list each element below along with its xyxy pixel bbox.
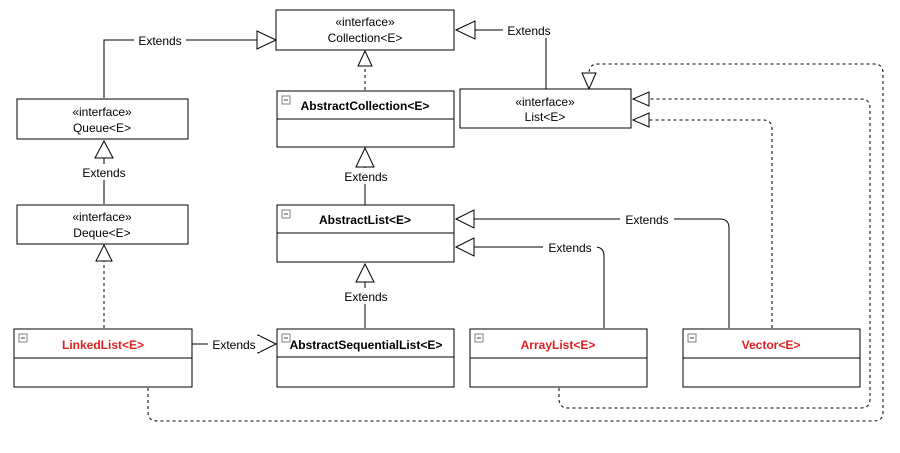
interface-deque[interactable]: «interface» Deque<E> (16, 204, 189, 245)
interface-list[interactable]: «interface» List<E> (459, 88, 632, 129)
interface-collection[interactable]: «interface» Collection<E> (275, 9, 455, 51)
class-array-list[interactable]: ArrayList<E> (469, 328, 648, 388)
collapse-icon[interactable] (281, 333, 291, 343)
edge-arraylist-implements-list (558, 98, 871, 409)
edge-queue-extends-collection (103, 39, 257, 98)
interface-name: List<E> (525, 110, 566, 124)
class-name: LinkedList<E> (62, 338, 144, 352)
arrowhead-queue-from-deque (94, 139, 114, 159)
arrowhead-list-from-linkedlist (581, 72, 597, 91)
stereotype-label: «interface» (72, 105, 132, 119)
arrowhead-abstractlist-from-vector (454, 209, 475, 229)
class-linked-list[interactable]: LinkedList<E> (13, 328, 193, 388)
extends-label: Extends (344, 170, 387, 184)
arrowhead-deque-from-linkedlist (95, 243, 113, 262)
interface-name: Queue<E> (73, 121, 131, 135)
class-vector[interactable]: Vector<E> (682, 328, 861, 388)
collapse-icon[interactable] (18, 333, 28, 343)
collapse-icon[interactable] (687, 333, 697, 343)
collapse-icon[interactable] (474, 333, 484, 343)
stereotype-label: «interface» (72, 210, 132, 224)
extends-label: Extends (548, 241, 591, 255)
extends-label: Extends (138, 34, 181, 48)
arrowhead-abstractsequentiallist-from-linkedlist (257, 334, 278, 354)
class-abstract-sequential-list[interactable]: AbstractSequentialList<E> (276, 328, 455, 388)
extends-label: Extends (212, 338, 255, 352)
arrowhead-list-from-vector (631, 112, 650, 128)
class-name: AbstractCollection<E> (301, 99, 430, 113)
extends-label: Extends (507, 24, 550, 38)
stereotype-label: «interface» (515, 95, 575, 109)
class-name: ArrayList<E> (521, 338, 596, 352)
edge-vector-extends-abstractlist (474, 218, 730, 328)
class-name: AbstractList<E> (319, 213, 411, 227)
interface-queue[interactable]: «interface» Queue<E> (16, 98, 189, 140)
arrowhead-collection-from-list (454, 20, 476, 40)
edge-vector-implements-list (649, 119, 773, 328)
edge-linkedlist-implements-list (147, 63, 884, 422)
edge-labels: Extends Extends Extends Extends Extends … (77, 22, 674, 352)
class-name: AbstractSequentialList<E> (290, 338, 443, 352)
class-name: Vector<E> (742, 338, 801, 352)
interface-name: Collection<E> (328, 31, 403, 45)
collapse-icon[interactable] (281, 209, 291, 219)
arrowhead-abstractlist-from-abstractsequentiallist (355, 262, 375, 283)
class-abstract-list[interactable]: AbstractList<E> (276, 204, 455, 263)
interface-name: Deque<E> (73, 226, 130, 240)
extends-label: Extends (625, 213, 668, 227)
arrowhead-list-from-arraylist (631, 91, 650, 107)
class-abstract-collection[interactable]: AbstractCollection<E> (276, 90, 455, 148)
arrowhead-collection-from-abstractcollection (357, 49, 373, 67)
collapse-icon[interactable] (281, 95, 291, 105)
stereotype-label: «interface» (335, 15, 395, 29)
edge-list-extends-collection (475, 29, 547, 89)
edge-arraylist-extends-abstractlist (474, 246, 605, 328)
extends-label: Extends (344, 290, 387, 304)
arrowhead-abstractlist-from-arraylist (454, 237, 475, 257)
arrowhead-abstractcollection-from-abstractlist (355, 146, 375, 168)
arrowhead-collection-from-queue (256, 30, 278, 50)
extends-label: Extends (82, 166, 125, 180)
